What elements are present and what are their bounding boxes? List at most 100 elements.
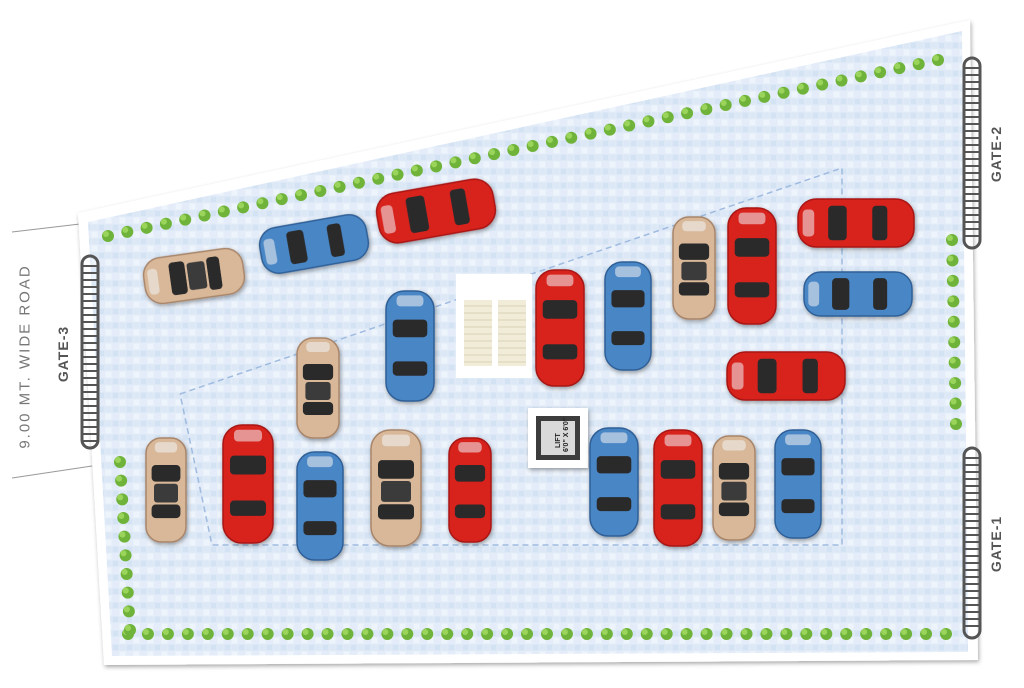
- tree-icon: [421, 628, 434, 640]
- tree-icon: [275, 193, 288, 206]
- tree-icon: [261, 628, 274, 640]
- tree-icon: [681, 107, 694, 120]
- tree-icon: [122, 605, 135, 618]
- staircase: [456, 274, 532, 378]
- tree-icon: [946, 274, 959, 287]
- tree-icon: [118, 530, 131, 543]
- tree-icon: [900, 628, 913, 640]
- tree-icon: [948, 336, 961, 349]
- tree-icon: [140, 221, 153, 234]
- tree-icon: [301, 628, 314, 640]
- tree-icon: [946, 234, 958, 246]
- tree-icon: [116, 493, 129, 506]
- tree-icon: [820, 628, 833, 640]
- tree-icon: [449, 156, 462, 169]
- tree-icon: [860, 628, 873, 640]
- gate-3-barrier: [80, 254, 100, 450]
- gate-3-label: GATE-3: [55, 325, 72, 383]
- tree-icon: [835, 74, 848, 87]
- tree-icon: [391, 168, 404, 181]
- tree-icon: [738, 94, 751, 107]
- car-blue: [604, 261, 652, 371]
- tree-icon: [181, 628, 194, 640]
- car-beige: [370, 429, 422, 547]
- tree-icon: [117, 512, 130, 524]
- tree-border: [102, 54, 962, 640]
- tree-icon: [121, 225, 134, 238]
- tree-icon: [603, 123, 616, 136]
- tree-icon: [584, 127, 597, 140]
- car-blue: [803, 271, 913, 317]
- tree-icon: [880, 628, 893, 640]
- tree-icon: [115, 474, 128, 487]
- tree-icon: [760, 628, 773, 640]
- tree-icon: [321, 628, 334, 640]
- tree-icon: [221, 628, 234, 640]
- car-beige: [672, 216, 716, 320]
- tree-icon: [114, 456, 126, 468]
- tree-icon: [680, 628, 693, 640]
- tree-icon: [381, 628, 394, 640]
- lift-size: 6'0" X 6'0": [563, 418, 570, 452]
- car-red: [727, 207, 777, 325]
- tree-icon: [521, 628, 534, 640]
- car-red: [375, 178, 497, 244]
- tree-icon: [620, 628, 633, 640]
- gate-2-barrier: [962, 56, 982, 250]
- car-beige: [145, 437, 187, 543]
- tree-icon: [540, 628, 553, 640]
- gate-1-label: GATE-1: [988, 515, 1005, 573]
- tree-icon: [816, 78, 829, 91]
- tree-icon: [102, 230, 114, 242]
- road-label: 9.00 MT. WIDE ROAD: [16, 264, 34, 449]
- car-red: [448, 437, 492, 543]
- car-blue: [774, 429, 822, 539]
- tree-icon: [948, 356, 961, 369]
- tree-icon: [159, 217, 172, 230]
- tree-icon: [468, 152, 481, 165]
- road-edge-bottom: [11, 465, 93, 479]
- tree-icon: [461, 628, 474, 640]
- tree-icon: [854, 70, 867, 83]
- road-edge-top: [11, 223, 81, 233]
- tree-icon: [120, 568, 133, 580]
- tree-icon: [198, 209, 211, 222]
- lift-shaft: LIFT 6'0" X 6'0": [528, 408, 588, 468]
- tree-icon: [237, 201, 250, 214]
- tree-icon: [565, 131, 578, 144]
- car-red: [222, 424, 274, 544]
- tree-icon: [580, 628, 593, 640]
- tree-icon: [623, 119, 636, 132]
- tree-icon: [526, 139, 539, 152]
- tree-icon: [700, 628, 713, 640]
- gate-2-label: GATE-2: [988, 125, 1005, 183]
- tree-icon: [719, 99, 732, 112]
- tree-icon: [201, 628, 214, 640]
- car-blue: [296, 451, 344, 561]
- car-red: [653, 429, 703, 547]
- tree-icon: [661, 111, 674, 124]
- car-beige: [142, 247, 246, 305]
- tree-icon: [920, 628, 933, 640]
- tree-icon: [758, 90, 771, 103]
- tree-icon: [161, 628, 174, 640]
- car-blue: [589, 427, 639, 537]
- tree-icon: [545, 135, 558, 148]
- tree-icon: [947, 295, 960, 308]
- tree-icon: [314, 184, 327, 197]
- tree-icon: [640, 628, 653, 640]
- tree-icon: [600, 628, 613, 640]
- car-layer: [142, 178, 915, 561]
- tree-icon: [800, 628, 813, 640]
- tree-icon: [430, 160, 443, 173]
- tree-icon: [124, 624, 136, 636]
- gate-1-barrier: [962, 446, 982, 640]
- tree-icon: [488, 148, 501, 161]
- tree-icon: [949, 397, 962, 410]
- tree-icon: [217, 205, 230, 218]
- tree-icon: [560, 628, 573, 640]
- car-beige: [296, 337, 340, 439]
- tree-icon: [949, 377, 962, 390]
- tree-icon: [256, 197, 269, 210]
